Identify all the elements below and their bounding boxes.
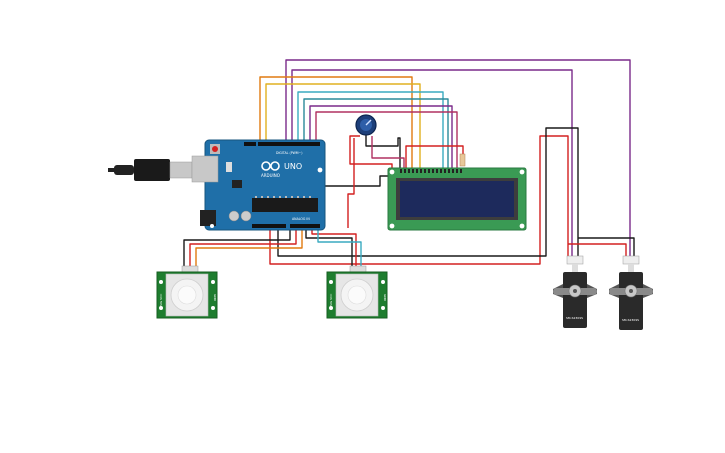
wires xyxy=(183,59,635,268)
wire-black-servo2 xyxy=(578,237,635,258)
wire-pot-magenta xyxy=(371,136,405,170)
pir-sensor-1[interactable]: SIG VCC GND xyxy=(156,265,218,319)
usb-cable-icon xyxy=(108,159,193,181)
arduino-digital-label: DIGITAL (PWM~) xyxy=(276,151,302,155)
wire-sensor1-orange xyxy=(195,228,303,268)
wire-lcd-red xyxy=(405,145,464,170)
potentiometer-icon[interactable] xyxy=(355,114,377,136)
wire-sensor1-black xyxy=(183,228,291,268)
wire-red-servos xyxy=(269,135,569,265)
wire-teal xyxy=(303,98,449,170)
resistor-icon xyxy=(459,153,466,167)
pir-1-left-text: SIG VCC xyxy=(159,294,163,306)
wire-sensor2-cyan xyxy=(317,228,362,268)
wire-purple-servo1 xyxy=(291,69,573,258)
servo-2-model-label: SM-S2309S xyxy=(622,318,639,322)
wire-purple-servo2 xyxy=(285,59,631,258)
arduino-uno-board[interactable]: UNO ARDUINO DIGITAL (PWM~) ANALOG IN xyxy=(191,139,326,231)
servo-motor-2[interactable]: SM-S2309S xyxy=(609,255,653,330)
wire-purple-lcd xyxy=(309,105,453,170)
servo-1-model-label: SM-S2309S xyxy=(566,316,583,320)
wire-cyan xyxy=(297,91,444,170)
wire-pot-red xyxy=(349,135,393,170)
pir-sensor-2[interactable]: SIG VCC GND xyxy=(326,265,388,319)
arduino-model-label: UNO xyxy=(284,162,302,171)
pir-2-left-text: SIG VCC xyxy=(329,294,333,306)
wire-black-servos xyxy=(277,127,579,258)
servo-motor-1[interactable]: SM-S2309S xyxy=(553,255,597,328)
wire-magenta-lcd xyxy=(315,111,458,170)
lcd-display[interactable] xyxy=(387,153,527,231)
pir-1-right-text: GND xyxy=(213,294,217,302)
wire-black-arduino-lcd xyxy=(322,175,398,187)
wire-pot-black xyxy=(365,134,401,170)
wire-sensor1-red xyxy=(189,228,297,268)
pir-2-right-text: GND xyxy=(383,294,387,302)
wire-orange xyxy=(259,76,413,170)
arduino-logo-icon xyxy=(261,161,280,171)
wire-red-riser xyxy=(347,138,355,228)
wire-sensor2-black xyxy=(305,228,353,268)
wire-red-servo2 xyxy=(568,243,627,258)
wire-sensor2-red xyxy=(311,228,357,268)
wire-yellow xyxy=(265,83,421,170)
arduino-brand-label: ARDUINO xyxy=(261,173,280,178)
arduino-analog-label: ANALOG IN xyxy=(292,217,310,221)
